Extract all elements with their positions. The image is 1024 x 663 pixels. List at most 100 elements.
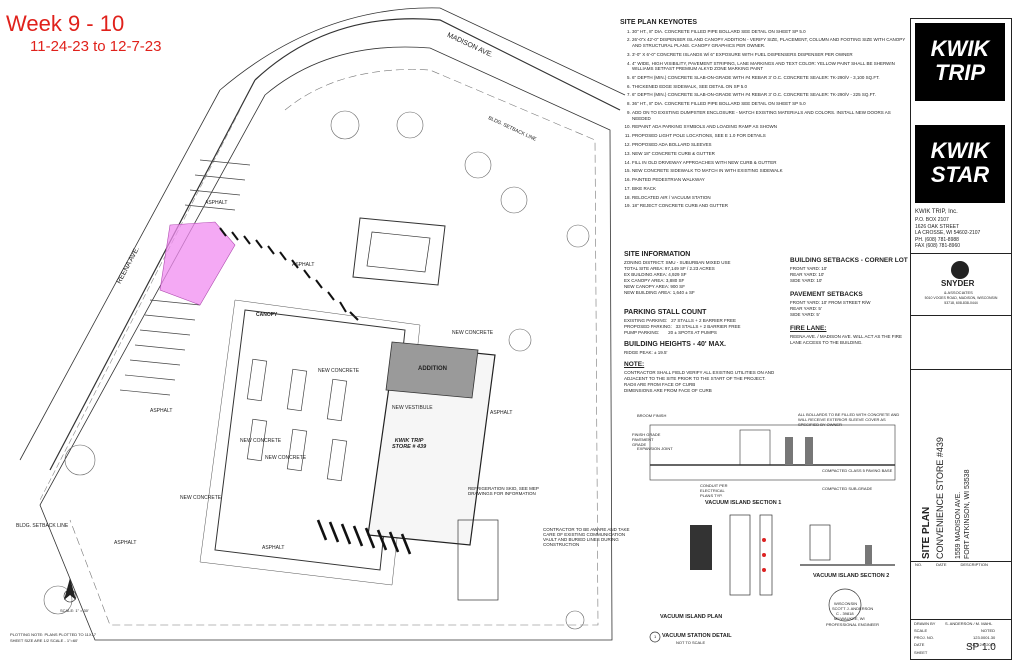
- address-line: FAX (608) 781-8960: [915, 243, 961, 249]
- madison-right-of-way: [219, 7, 626, 96]
- site-info-line: TOTAL SITE AREA: 97,149 SF / 2.23 ACRES: [624, 266, 715, 271]
- addition-block: [385, 341, 479, 399]
- snyder-address: 5010 VOGES ROAD, MADISON, WISCONSIN 5371…: [924, 296, 998, 305]
- vac-section2-caption: VACUUM ISLAND SECTION 2: [813, 573, 890, 579]
- sheet-number: SP 1.0: [966, 642, 996, 653]
- fire-lane-text: REENA AVE. / MADISON AVE. WILL ACT AS TH…: [790, 334, 903, 345]
- keynote-item: PAINTED PEDESTRIAN WALKWAY: [632, 177, 910, 183]
- stamp-role: PROFESSIONAL ENGINEER: [826, 622, 879, 627]
- company-name: KWIK TRIP, Inc.: [915, 209, 958, 215]
- asphalt-label-4: ASPHALT: [114, 540, 137, 546]
- keynotes-panel: SITE PLAN KEYNOTES 30" HT., 8" DIA. CONC…: [620, 19, 910, 660]
- keynote-item: 18" REJECT CONCRETE CURB AND GUTTER: [632, 203, 910, 209]
- note-line: RADII ARE FROM FACE OF CURB: [624, 382, 696, 387]
- kwik-trip-logo: KWIK TRIP: [915, 23, 1005, 101]
- asphalt-label-5: ASPHALT: [262, 545, 285, 551]
- keynote-item: 4" WIDE, HIGH VISIBILITY, PAVEMENT STRIP…: [632, 61, 910, 72]
- week-label: Week 9 - 10: [6, 11, 125, 36]
- dumpster-inner: [366, 231, 431, 273]
- parking-title: PARKING STALL COUNT: [624, 309, 707, 316]
- keynote-item: NEW CONCRETE SIDEWALK TO MATCH IN WITH E…: [632, 168, 910, 174]
- detail-drawings: [649, 424, 896, 643]
- compacted-subgrade-label: COMPACTED SUB-GRADE: [822, 486, 873, 491]
- site-info-line: NEW BUILDING AREA: 1,640 ± SF: [624, 290, 695, 295]
- keynote-item: 26'-0"x 42'-0" DISPENSER ISLAND CANOPY A…: [632, 37, 910, 48]
- sheet-label: SHEET: [914, 650, 928, 655]
- asphalt-label-3: ASPHALT: [150, 408, 173, 414]
- keynote-item: BIKE RACK: [632, 186, 910, 192]
- setbacks-title: BUILDING SETBACKS - CORNER LOT: [790, 257, 908, 264]
- vac-plan-caption: VACUUM ISLAND PLAN: [660, 614, 723, 620]
- store-label: KWIK TRIP STORE # 439: [392, 438, 427, 450]
- not-to-scale: NOT TO SCALE: [676, 640, 706, 645]
- section1-bollard-1: [785, 437, 793, 465]
- pavement-setback-line: REAR YARD: 5': [790, 306, 822, 311]
- keynotes-title: SITE PLAN KEYNOTES: [620, 19, 698, 26]
- vac-plan-marker-1: [762, 538, 766, 542]
- keynote-item: 36" HT., 8" DIA. CONCRETE FILLED PIPE BO…: [632, 101, 910, 107]
- asphalt-label-1: ASPHALT: [205, 200, 228, 206]
- title-block: KWIK TRIP KWIK STAR KWIK TRIP, Inc. P.O.…: [910, 18, 1012, 660]
- parking-line: PROPOSED PARKING: 33 STALLS + 2 BARRIER …: [624, 324, 741, 329]
- revision-col-header: DESCRIPTION: [960, 562, 988, 567]
- revision-col-header: NO.: [915, 562, 923, 567]
- new-concrete-label-5: NEW CONCRETE: [180, 495, 222, 501]
- parking-line: EXISTING PARKING: 27 STALLS + 2 BARRIER …: [624, 318, 736, 323]
- snyder-logo-mark: [951, 261, 969, 279]
- snyder-sub: & ASSOCIATES: [944, 290, 973, 295]
- setback-label-bottom: BLDG. SETBACK LINE: [16, 523, 69, 529]
- address-line: LA CROSSE, WI 54602-2107: [915, 230, 981, 236]
- keynote-item: 3'-0" X 6'-0" CONCRETE ISLANDS W/ 6" EXP…: [632, 52, 910, 58]
- revision-col-header: DATE: [936, 562, 947, 567]
- kwik-star-logo: KWIK STAR: [915, 125, 1005, 203]
- pavement-setback-line: FRONT YARD: 10' FROM STREET R/W: [790, 300, 871, 305]
- site-info-title: SITE INFORMATION: [624, 251, 691, 258]
- stamp-name: SCOTT J. ANDERSON: [832, 606, 874, 611]
- new-concrete-label-1: NEW CONCRETE: [318, 368, 360, 374]
- vacuum-station-box: [457, 519, 499, 601]
- parking-stalls-left: [119, 159, 251, 396]
- engineer-stamp: [828, 588, 862, 622]
- proj-number: 123.0001.30: [973, 635, 996, 640]
- site-information: SITE INFORMATION ZONING DISTRICT: SMU - …: [624, 251, 779, 296]
- keynote-item: 30" HT., 8" DIA. CONCRETE FILLED PIPE BO…: [632, 29, 910, 35]
- address-line: PH. (608) 781-8988: [915, 236, 959, 243]
- proj-label: PROJ. NO.: [914, 635, 935, 640]
- setbacks-section: BUILDING SETBACKS - CORNER LOT FRONT YAR…: [790, 257, 908, 346]
- note-line: CONTRACTOR SHALL FIELD VERIFY ALL EXISTI…: [624, 370, 775, 381]
- new-concrete-label-3: NEW CONCRETE: [265, 455, 307, 461]
- vac-plan-marker-2: [762, 553, 766, 557]
- location-line-1: 1559 MADISON AVE.: [955, 491, 962, 559]
- bottom-hatch-walkway: [316, 519, 412, 555]
- reena-curb-line: [49, 79, 256, 471]
- building-heights: BUILDING HEIGHTS - 40' MAX. RIDGE PEAK: …: [624, 341, 779, 356]
- date-tb: JULY 24, 2023: [969, 642, 996, 647]
- broom-finish-label: BROOM FINISH: [637, 413, 667, 418]
- keynote-item: ADD ON TO EXISTING DUMPSTER ENCLOSURE - …: [632, 110, 910, 121]
- heights-line: RIDGE PEAK: ± 19.5': [624, 350, 668, 355]
- stamp-number: C - 39818: [836, 611, 854, 616]
- scale-label: SCALE: 1" = 30': [60, 608, 89, 613]
- dispenser-islands: [246, 358, 348, 482]
- date-tb-label: DATE: [914, 642, 925, 647]
- addition-label: ADDITION: [418, 366, 447, 372]
- vac-plan-island: [759, 514, 773, 596]
- conduit-label: CONDUIT PER ELECTRICAL PLANS TYP.: [700, 483, 728, 498]
- keynote-item: 6" DEPTH (MIN.) CONCRETE SLAB-ON-GRADE W…: [632, 75, 910, 81]
- trees: [43, 110, 590, 630]
- setback-line: REAR YARD: 10': [790, 272, 825, 277]
- fire-lane-title: FIRE LANE:: [790, 325, 827, 332]
- detail-number: 1: [654, 634, 657, 639]
- canopy-label: CANOPY: [256, 312, 278, 318]
- asphalt-label-6: ASPHALT: [490, 410, 513, 416]
- revision-header: NO. DATE DESCRIPTION: [915, 562, 1002, 569]
- new-concrete-label-2: NEW CONCRETE: [240, 438, 282, 444]
- section1-island: [739, 429, 771, 466]
- drawn-by: S. ANDERSON / M. MAHL: [945, 621, 993, 626]
- pavement-setback-line: SIDE YARD: 5': [790, 312, 820, 317]
- keynote-item: PROPOSED LIGHT POLE LOCATIONS, SEE E 1.0…: [632, 133, 910, 139]
- expansion-joint-label: EXPANSION JOINT: [637, 446, 673, 451]
- scale-tb-label: SCALE: [914, 628, 928, 633]
